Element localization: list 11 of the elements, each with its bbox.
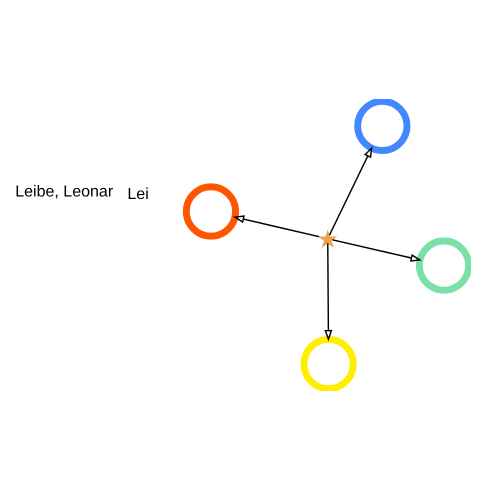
arrow: [332, 238, 422, 262]
node-circle: [182, 182, 239, 240]
arrow: [324, 242, 332, 341]
arrow: [328, 146, 373, 236]
label: Leibe, Leonar: [15, 182, 114, 200]
arrow: [232, 214, 320, 237]
node-circle: [300, 336, 357, 390]
node-star: [318, 229, 338, 248]
label: Lei: [127, 184, 149, 203]
node-circle: [416, 236, 471, 294]
node-circle: [354, 98, 410, 154]
